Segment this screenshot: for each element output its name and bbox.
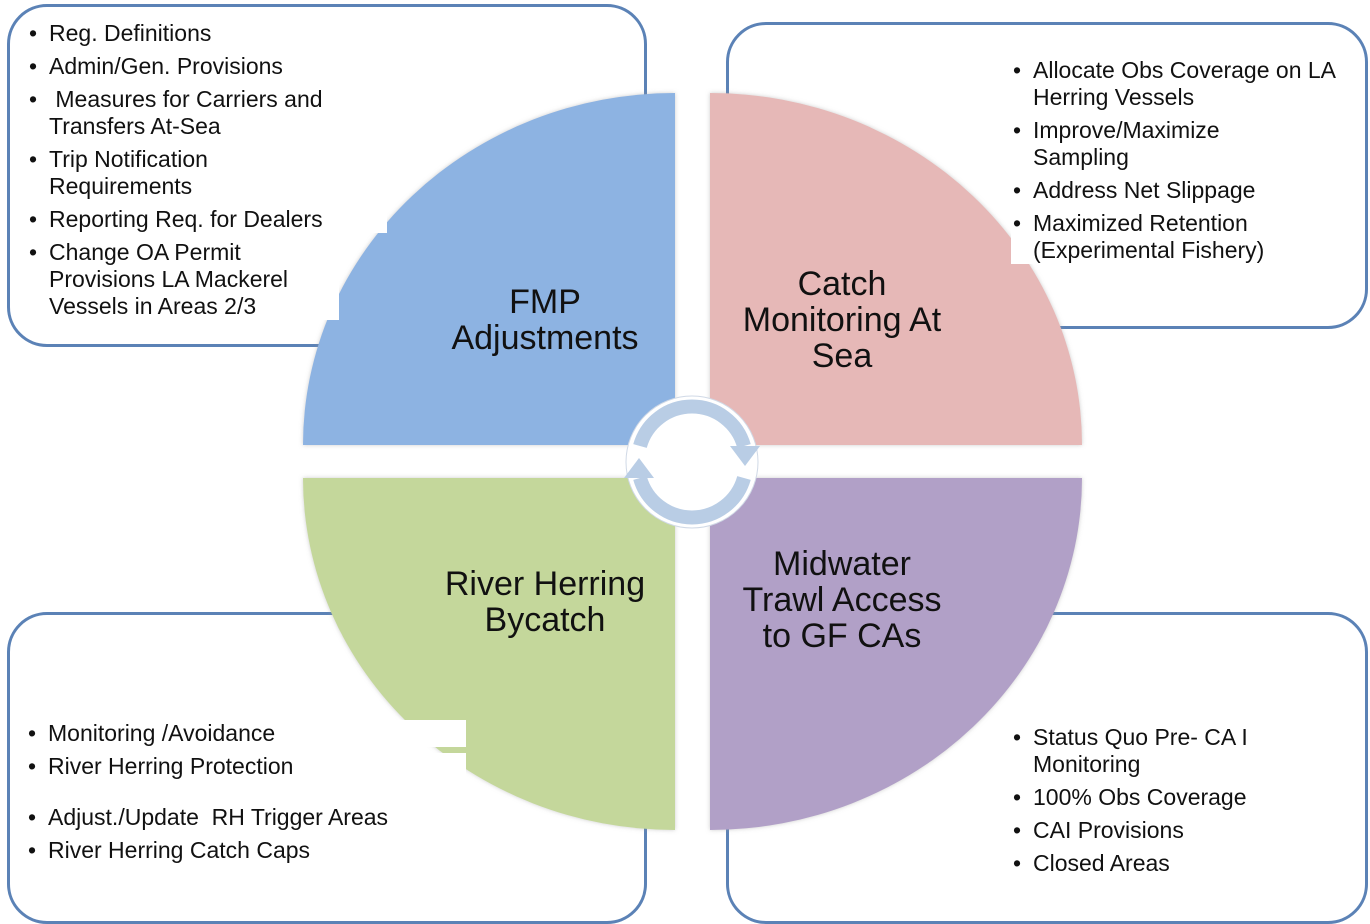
bullet-item: Reporting Req. for Dealers — [27, 206, 387, 233]
bullet-item: Adjust./Update RH Trigger Areas — [26, 804, 466, 831]
bullet-item: Allocate Obs Coverage on LA Herring Vess… — [1011, 57, 1356, 111]
label-line: River Herring — [444, 565, 646, 603]
quadrant-top-right — [710, 93, 1082, 445]
label-line: Trawl Access — [742, 581, 942, 619]
bullet-item: River Herring Catch Caps — [26, 837, 466, 864]
label-line: FMP — [509, 283, 581, 321]
label-line: Catch — [797, 265, 887, 303]
label-line: Monitoring At — [742, 301, 942, 339]
bullet-list-river-herring: Monitoring /Avoidance River Herring Prot… — [26, 720, 466, 870]
label-line: Adjustments — [451, 319, 639, 357]
label-line: Bycatch — [484, 601, 606, 639]
bullet-item: Admin/Gen. Provisions — [27, 53, 387, 80]
bullet-item: River Herring Protection — [26, 753, 466, 780]
label-line: Midwater — [773, 545, 911, 583]
quadrant-bottom-right — [710, 478, 1082, 830]
quadrant-label-river-herring: River Herring Bycatch — [425, 566, 665, 638]
bullet-item: Change OA Permit Provisions LA Mackerel … — [27, 239, 339, 320]
bullet-item: 100% Obs Coverage — [1011, 784, 1356, 811]
bullet-item: CAI Provisions — [1011, 817, 1356, 844]
bullet-item: Status Quo Pre- CA I Monitoring — [1011, 724, 1303, 778]
bullet-item: Trip Notification Requirements — [27, 146, 269, 200]
bullet-item: Monitoring /Avoidance — [26, 720, 466, 747]
bullet-item: Maximized Retention (Experimental Fisher… — [1011, 210, 1323, 264]
label-line: to GF CAs — [762, 617, 922, 655]
label-line: Sea — [811, 337, 873, 375]
quadrant-label-midwater-trawl: Midwater Trawl Access to GF CAs — [722, 546, 962, 654]
bullet-list-catch-monitoring: Allocate Obs Coverage on LA Herring Vess… — [1011, 57, 1356, 270]
bullet-item: Improve/Maximize Sampling — [1011, 117, 1253, 171]
quadrant-bottom-left — [303, 478, 675, 830]
cycle-arrows-icon — [624, 395, 760, 529]
quadrant-top-left — [303, 93, 675, 445]
bullet-item: Reg. Definitions — [27, 20, 387, 47]
quadrant-label-fmp-adjustments: FMP Adjustments — [430, 284, 660, 356]
bullet-list-fmp-adjustments: Reg. Definitions Admin/Gen. Provisions M… — [27, 20, 387, 326]
bullet-item: Address Net Slippage — [1011, 177, 1356, 204]
bullet-item: Measures for Carriers and Transfers At-S… — [27, 86, 387, 140]
quadrant-label-catch-monitoring: Catch Monitoring At Sea — [722, 266, 962, 374]
bullet-item: Closed Areas — [1011, 850, 1356, 877]
bullet-list-midwater-trawl: Status Quo Pre- CA I Monitoring 100% Obs… — [1011, 724, 1356, 883]
